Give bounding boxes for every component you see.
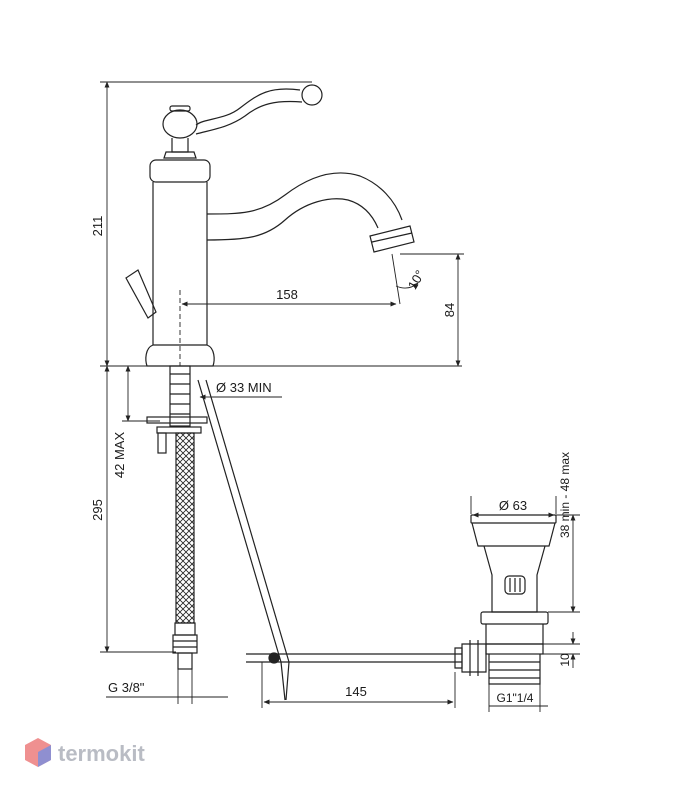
popup-rod xyxy=(197,379,290,663)
deck-washer xyxy=(146,416,208,424)
braided-hose xyxy=(175,432,195,624)
top-cap xyxy=(162,109,198,139)
underdeck-parts xyxy=(146,365,462,701)
lever-knob xyxy=(301,84,323,106)
lever-handle xyxy=(195,88,303,135)
dimension-labels: 211 158 10° 84 Ø 33 MIN 42 MAX 295 G 3/8… xyxy=(90,216,572,705)
faucet-body xyxy=(125,84,415,367)
label-rod-length: 145 xyxy=(345,684,367,699)
label-hose-thread: G 3/8" xyxy=(108,680,145,695)
label-angle: 10° xyxy=(405,267,428,292)
label-hole-diameter: Ø 33 MIN xyxy=(216,380,272,395)
spout xyxy=(206,172,403,241)
collar xyxy=(149,159,211,183)
brand-name: termokit xyxy=(58,741,145,766)
drain-tailpiece xyxy=(488,654,541,685)
label-spout-height: 84 xyxy=(442,303,457,317)
aerator xyxy=(369,225,415,253)
termokit-logo-icon xyxy=(25,738,51,767)
drain-assembly xyxy=(454,514,557,685)
main-column xyxy=(152,182,208,345)
label-reach: 158 xyxy=(276,287,298,302)
label-drain-thread: G1"1/4 xyxy=(497,691,534,705)
pull-rod xyxy=(246,653,462,663)
label-deck-thickness: 42 MAX xyxy=(112,432,127,479)
label-drain-bottom: 10 xyxy=(558,653,572,667)
popup-lever xyxy=(125,269,157,319)
label-height-total: 211 xyxy=(90,216,105,237)
label-drain-diameter: Ø 63 xyxy=(499,498,527,513)
drain-slot xyxy=(504,575,526,595)
label-drain-adjust: 38 min - 48 max xyxy=(558,452,572,538)
dimension-lines xyxy=(100,81,580,712)
hose-fitting xyxy=(174,622,196,636)
label-hose-length: 295 xyxy=(90,499,105,521)
brand-watermark: termokit xyxy=(25,738,145,767)
drain-flange xyxy=(470,514,557,524)
